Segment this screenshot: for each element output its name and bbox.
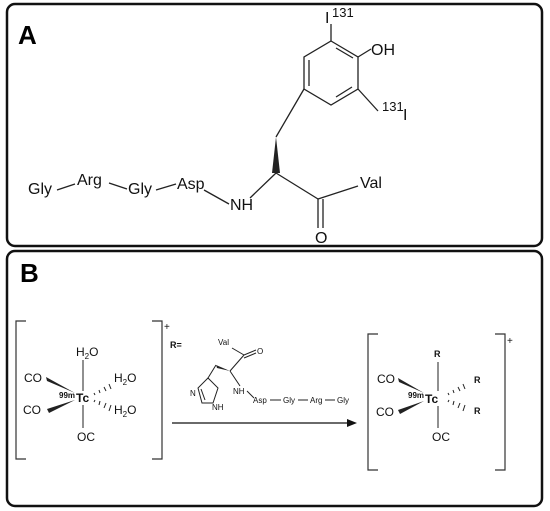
peptide-residue: Gly bbox=[28, 181, 52, 198]
right-complex: + 99m Tc R CO R CO R bbox=[367, 333, 513, 471]
bond-ring-oh bbox=[357, 48, 372, 58]
right-wedge-lower-left bbox=[398, 401, 424, 414]
left-ligand-lower-left: CO bbox=[23, 403, 41, 417]
r-bond-carbonyl-alpha bbox=[229, 354, 245, 372]
left-ligand-upper-right: H2O bbox=[114, 371, 136, 387]
hydroxyl-label: OH bbox=[371, 42, 395, 59]
imidazole-nh-label: NH bbox=[212, 403, 224, 412]
left-ligand-lower-right-o: O bbox=[127, 403, 136, 417]
right-bracket-open bbox=[367, 333, 378, 471]
left-metal-symbol: Tc bbox=[76, 391, 89, 405]
left-metal-mass: 99m bbox=[59, 391, 75, 400]
right-ligand-bottom: OC bbox=[432, 430, 450, 444]
right-ligand-top: R bbox=[434, 349, 441, 359]
right-hash-lower-right bbox=[447, 399, 466, 412]
r-wedge-alpha bbox=[216, 365, 230, 371]
iodine-right-mass: 131 bbox=[382, 99, 404, 114]
peptide-bond bbox=[108, 182, 128, 190]
peptide-bond bbox=[155, 183, 177, 191]
r-chain-residue: Gly bbox=[337, 396, 349, 405]
r-bond-carbonyl-o-1 bbox=[243, 349, 257, 356]
bond-nh-asp bbox=[203, 189, 230, 205]
left-ligand-upper-right-h: H bbox=[114, 371, 123, 385]
right-ligand-upper-left: CO bbox=[377, 372, 395, 386]
carbonyl-o-label: O bbox=[315, 230, 327, 247]
peptide-residue: Arg bbox=[77, 172, 102, 189]
iodine-top-symbol: I bbox=[325, 10, 329, 27]
iodine-top-mass: 131 bbox=[332, 5, 354, 20]
ring-double-bond-1 bbox=[335, 47, 354, 59]
left-ligand-lower-right: H2O bbox=[114, 403, 136, 419]
peptide-residue: Gly bbox=[128, 181, 152, 198]
left-wedge-lower-left bbox=[47, 400, 75, 413]
r-o-label: O bbox=[257, 347, 263, 356]
ring-double-bond-2 bbox=[335, 86, 353, 98]
imidazole-ring bbox=[197, 377, 219, 404]
wedge-bond-alpha bbox=[272, 137, 280, 173]
left-ligand-lower-right-sub: 2 bbox=[123, 410, 128, 419]
right-bracket-close bbox=[495, 333, 506, 471]
right-charge: + bbox=[507, 336, 513, 347]
imidazole-double-bond bbox=[200, 388, 206, 401]
right-ligand-lower-right: R bbox=[474, 406, 481, 416]
r-val-label: Val bbox=[218, 338, 229, 347]
r-chain-residue: Gly bbox=[283, 396, 295, 405]
left-ligand-upper-left: CO bbox=[24, 371, 42, 385]
panel-b-letter: B bbox=[20, 258, 39, 288]
left-ligand-lower-right-h: H bbox=[114, 403, 123, 417]
val-label: Val bbox=[360, 175, 382, 192]
left-complex: + 99m Tc H2O CO H2 bbox=[15, 320, 170, 460]
left-wedge-upper-left bbox=[46, 377, 75, 393]
panel-b-frame bbox=[5, 249, 544, 508]
r-bond-carbonyl-o-2 bbox=[243, 352, 257, 359]
imidazole-n-label: N bbox=[190, 389, 196, 398]
left-bracket-open bbox=[15, 320, 26, 460]
bond-carbonyl-val bbox=[317, 185, 359, 200]
left-ligand-upper-right-sub: 2 bbox=[123, 378, 128, 387]
left-hash-upper-right bbox=[93, 383, 112, 396]
right-metal-mass: 99m bbox=[408, 391, 424, 400]
panel-b: B + 99m Tc bbox=[5, 249, 544, 508]
r-label: R= bbox=[170, 340, 182, 350]
right-hash-upper-right bbox=[447, 383, 466, 396]
panel-a-frame bbox=[5, 2, 544, 248]
right-ligand-lower-left: CO bbox=[376, 405, 394, 419]
left-ligand-bottom: OC bbox=[77, 430, 95, 444]
r-bond-alpha-nh bbox=[229, 370, 241, 387]
left-hash-lower-right bbox=[93, 399, 112, 412]
right-wedge-upper-left bbox=[398, 378, 424, 393]
left-ligand-top-sub: 2 bbox=[85, 352, 90, 361]
reaction-arrow bbox=[172, 419, 357, 427]
bond-ring-ch2 bbox=[275, 88, 305, 138]
left-charge: + bbox=[164, 322, 170, 333]
left-ligand-top-o: O bbox=[89, 345, 98, 359]
right-metal-symbol: Tc bbox=[425, 392, 438, 406]
r-chain-residue: Arg bbox=[310, 396, 322, 405]
left-ligand-upper-right-o: O bbox=[127, 371, 136, 385]
left-ligand-top-h: H bbox=[76, 345, 85, 359]
bond-alpha-carbonyl bbox=[275, 172, 319, 200]
reaction-arrow-head bbox=[347, 419, 357, 427]
panel-a: A I 131 OH 131 I O Val NH Gly Arg bbox=[5, 2, 544, 248]
r-nh-label: NH bbox=[233, 387, 245, 396]
peptide-bond bbox=[56, 183, 76, 191]
r-group-structure: R= Val O NH N NH Asp Gly Arg Gly bbox=[170, 338, 349, 412]
peptide-residue: Asp bbox=[177, 176, 205, 193]
bond-ring-iodine-right bbox=[357, 88, 379, 112]
r-bond-nh-asp bbox=[246, 390, 255, 399]
panel-a-letter: A bbox=[18, 20, 37, 50]
left-ligand-top: H2O bbox=[76, 345, 98, 361]
r-bond-ch2-ring bbox=[207, 364, 217, 379]
iodine-right-symbol: I bbox=[403, 107, 407, 124]
r-bond-val-carbonyl bbox=[231, 347, 245, 356]
right-ligand-upper-right: R bbox=[474, 375, 481, 385]
nh-label: NH bbox=[230, 197, 253, 214]
left-bracket-close bbox=[152, 320, 163, 460]
r-chain-residue: Asp bbox=[253, 396, 267, 405]
bond-alpha-nh bbox=[249, 172, 277, 199]
